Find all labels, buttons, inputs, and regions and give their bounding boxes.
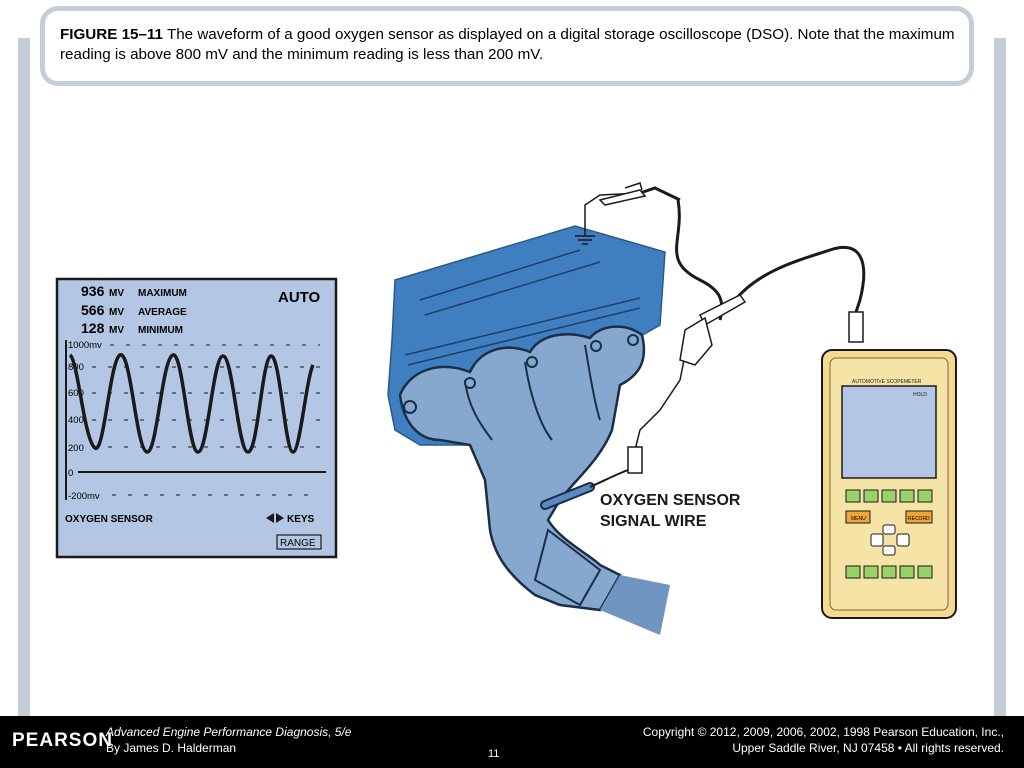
page-number: 11 (488, 748, 500, 760)
callout-line2: SIGNAL WIRE (600, 513, 707, 530)
menu-label: MENU (851, 516, 866, 522)
min-label: MINIMUM (138, 325, 183, 336)
key-left-icon (266, 513, 274, 523)
callout-line1: OXYGEN SENSOR (600, 492, 741, 509)
max-label: MAXIMUM (138, 288, 187, 299)
sensor-label: OXYGEN SENSOR (65, 514, 154, 525)
figure-caption: FIGURE 15–11 The waveform of a good oxyg… (60, 25, 960, 65)
keys-label: KEYS (287, 514, 315, 525)
max-unit: MV (109, 288, 124, 299)
avg-label: AVERAGE (138, 307, 187, 318)
min-unit: MV (109, 325, 124, 336)
y-label-400: 400 (68, 415, 84, 426)
mode-auto: AUTO (278, 289, 321, 306)
caption-text: The waveform of a good oxygen sensor as … (60, 26, 955, 63)
caption-box (40, 6, 974, 86)
record-label: RECORD (908, 516, 930, 522)
scope-screen: 936 MV MAXIMUM 566 MV AVERAGE 128 MV MIN… (55, 277, 338, 559)
meter-hold: HOLD (913, 392, 927, 398)
y-label-0: 0 (68, 468, 73, 479)
meter-title: AUTOMOTIVE SCOPEMETER (852, 379, 922, 385)
footer-bar: PEARSON Advanced Engine Performance Diag… (0, 716, 1024, 768)
range-box (276, 534, 322, 550)
avg-value: 566 (81, 302, 105, 318)
y-label-neg200: -200mv (68, 491, 100, 502)
key-right-icon (276, 513, 284, 523)
meter-dpad (870, 524, 910, 556)
record-button (905, 510, 933, 524)
scopemeter: AUTOMOTIVE SCOPEMETER HOLD MENU RECORD (821, 311, 957, 619)
author: By James D. Halderman (106, 741, 237, 755)
max-value: 936 (81, 283, 105, 299)
y-label-200: 200 (68, 443, 84, 454)
copyright-line1: Copyright © 2012, 2009, 2006, 2002, 1998… (642, 725, 1004, 739)
back-probe-icon (627, 294, 747, 474)
y-label-1000: 1000mv (68, 340, 102, 351)
o2-waveform (68, 353, 315, 454)
meter-bottom-keys (845, 565, 933, 579)
exhaust-manifold (398, 325, 670, 635)
scope-gridlines (92, 344, 320, 496)
y-label-600: 600 (68, 388, 84, 399)
min-value: 128 (81, 320, 105, 336)
book-title: Advanced Engine Performance Diagnosis, 5… (106, 725, 352, 739)
copyright-line2: Upper Saddle River, NJ 07458 • All right… (732, 741, 1004, 755)
menu-button (845, 510, 871, 524)
meter-screen (841, 385, 937, 479)
meter-function-keys (845, 489, 933, 503)
frame-right (994, 38, 1006, 716)
avg-unit: MV (109, 307, 124, 318)
range-label: RANGE (280, 538, 316, 549)
alligator-clip-icon (575, 182, 647, 245)
pearson-logo: PEARSON (12, 730, 113, 751)
frame-left (18, 38, 30, 716)
figure-label: FIGURE 15–11 (60, 26, 163, 43)
